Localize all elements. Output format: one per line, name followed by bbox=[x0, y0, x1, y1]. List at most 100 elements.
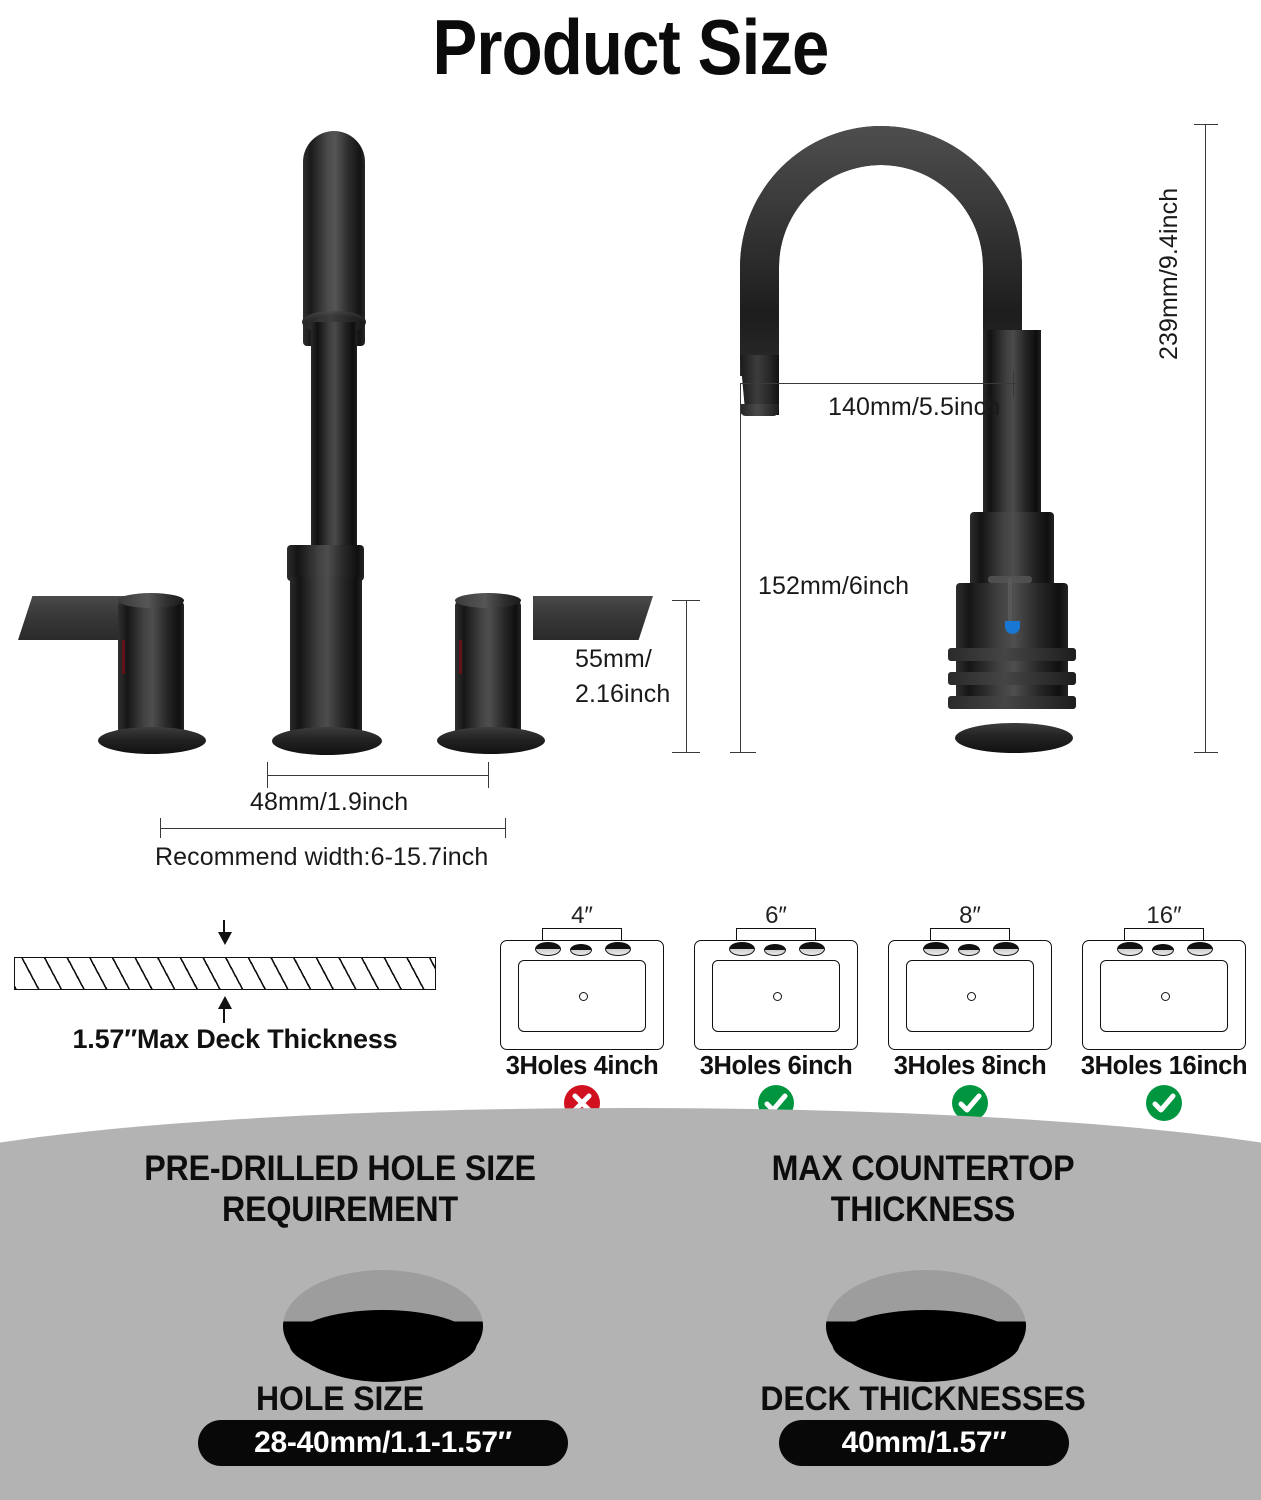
dim-line-reach bbox=[740, 383, 1016, 384]
tap-hole-icon bbox=[605, 942, 631, 956]
tap-hole-icon bbox=[799, 942, 825, 956]
sink-option-label: 3Holes 8inch bbox=[893, 1052, 1047, 1080]
sink-option-label: 3Holes 6inch bbox=[699, 1052, 853, 1080]
dim-tick-left-48 bbox=[267, 762, 268, 788]
cold-indicator-icon bbox=[1005, 621, 1020, 634]
dim-tick-top bbox=[672, 600, 700, 601]
dim-handle-height-line2: 2.16inch bbox=[575, 680, 671, 708]
tap-hole-icon bbox=[764, 944, 786, 956]
spout-collar bbox=[287, 545, 364, 581]
hole-size-pill: 28-40mm/1.1-1.57″ bbox=[198, 1420, 568, 1466]
dim-spout-base-width: 48mm/1.9inch bbox=[250, 788, 409, 816]
sink-span-label: 16″ bbox=[1146, 902, 1182, 929]
tap-hole-icon bbox=[570, 944, 592, 956]
spout-outlet-cap bbox=[740, 404, 779, 416]
handle-base-right bbox=[437, 727, 545, 754]
sink-option[interactable]: 4″ 3Holes 4inch bbox=[485, 880, 679, 1121]
dim-tick-reach-right bbox=[1013, 370, 1014, 398]
dim-tick-total-bottom bbox=[1194, 752, 1218, 753]
panel-heading-line1: MAX COUNTERTOP bbox=[771, 1149, 1075, 1188]
sink-option-label: 3Holes 4inch bbox=[505, 1052, 659, 1080]
spout-body bbox=[290, 577, 362, 737]
sink-option[interactable]: 8″ 3Holes 8inch bbox=[873, 880, 1067, 1121]
panel-heading-line1: PRE-DRILLED HOLE SIZE bbox=[144, 1149, 536, 1188]
escutcheon-upper bbox=[970, 512, 1054, 588]
arrow-down-icon bbox=[218, 932, 232, 945]
span-bracket bbox=[1124, 928, 1204, 942]
handle-base-left bbox=[98, 727, 206, 754]
sink-span-label: 6″ bbox=[765, 902, 787, 929]
gooseneck-spout-side-view: 140mm/5.5inch 152mm/6inch 239mm/9.4inch bbox=[700, 0, 1261, 900]
widespread-faucet-front-view: 55mm/ 2.16inch 48mm/1.9inch Recommend wi… bbox=[0, 0, 700, 900]
panel-column-deck-thickness: MAX COUNTERTOP THICKNESS bbox=[643, 1148, 1203, 1230]
spout-neck bbox=[311, 322, 357, 550]
tap-hole-icon bbox=[993, 942, 1019, 956]
sink-span-label: 4″ bbox=[571, 902, 593, 929]
deck-thickness-label: 1.57″Max Deck Thickness bbox=[72, 1024, 398, 1054]
sink-option[interactable]: 6″ 3Holes 6inch bbox=[679, 880, 873, 1121]
panel-sub-label-left: HOLE SIZE bbox=[256, 1380, 424, 1418]
spout-base-plate-right bbox=[955, 723, 1073, 753]
span-bracket bbox=[736, 928, 816, 942]
sink-hole-options: 4″ 3Holes 4inch 6″ 3Holes 6inch 8″ 3Holes 8in… bbox=[485, 880, 1261, 1121]
dim-line-handle-height bbox=[686, 600, 687, 752]
base-ridge-2 bbox=[948, 672, 1076, 685]
dim-line-recommend-width bbox=[160, 828, 505, 829]
handle-lever-right bbox=[533, 596, 653, 640]
handle-indicator-right bbox=[459, 640, 462, 674]
handle-body-left bbox=[118, 593, 184, 735]
panel-heading-line2: THICKNESS bbox=[830, 1190, 1016, 1229]
tap-hole-icon bbox=[958, 944, 980, 956]
counter-hole-icon-right bbox=[826, 1270, 1026, 1382]
requirements-panel: PRE-DRILLED HOLE SIZE REQUIREMENT HOLE S… bbox=[0, 1108, 1261, 1500]
gooseneck-arc-shading bbox=[740, 126, 1022, 376]
dim-line-total-height bbox=[1205, 124, 1206, 752]
dim-tick-total-top bbox=[1194, 124, 1218, 125]
dim-tick-bottom bbox=[672, 752, 700, 753]
dim-line-spout-width bbox=[267, 775, 488, 776]
sprayer-head bbox=[303, 131, 365, 346]
arrow-stem-top bbox=[223, 920, 225, 934]
spout-riser bbox=[983, 330, 1041, 522]
sink-option[interactable]: 16″ 3Holes 16inch bbox=[1067, 880, 1261, 1121]
dim-total-height: 239mm/9.4inch bbox=[1155, 187, 1183, 360]
drain-icon bbox=[967, 992, 976, 1001]
counter-hole-icon-left bbox=[283, 1270, 483, 1382]
dim-line-spout-height bbox=[740, 383, 741, 752]
tap-hole-icon bbox=[923, 942, 949, 956]
tap-hole-icon bbox=[1152, 944, 1174, 956]
base-ridge-3 bbox=[948, 696, 1076, 709]
drain-icon bbox=[579, 992, 588, 1001]
dim-tick-spout-height-bottom bbox=[730, 752, 756, 753]
countertop-hatch-bar bbox=[14, 957, 436, 990]
dim-spout-height: 152mm/6inch bbox=[758, 572, 910, 600]
dim-reach: 140mm/5.5inch bbox=[828, 393, 1001, 421]
tap-hole-icon bbox=[1187, 942, 1213, 956]
check-circle-icon bbox=[1146, 1085, 1182, 1121]
drain-icon bbox=[773, 992, 782, 1001]
dim-handle-height-line1: 55mm/ bbox=[575, 645, 652, 673]
dim-tick-right-rec bbox=[505, 818, 506, 838]
tap-hole-icon bbox=[729, 942, 755, 956]
sink-option-label: 3Holes 16inch bbox=[1080, 1052, 1248, 1080]
span-bracket bbox=[542, 928, 622, 942]
page-title: Product Size bbox=[432, 3, 830, 91]
arrow-up-icon bbox=[218, 996, 232, 1009]
sink-span-label: 8″ bbox=[959, 902, 981, 929]
handle-body-right bbox=[455, 593, 521, 735]
panel-sub-label-right: DECK THICKNESSES bbox=[760, 1380, 1086, 1418]
dim-tick-right-48 bbox=[488, 762, 489, 788]
drain-icon bbox=[1161, 992, 1170, 1001]
dim-tick-left-rec bbox=[160, 818, 161, 838]
tap-hole-icon bbox=[535, 942, 561, 956]
panel-column-hole-size: PRE-DRILLED HOLE SIZE REQUIREMENT bbox=[60, 1148, 620, 1230]
valve-stem bbox=[1008, 578, 1012, 626]
arrow-stem-bottom bbox=[223, 1009, 225, 1023]
base-ridge-1 bbox=[948, 648, 1076, 661]
tap-hole-icon bbox=[1117, 942, 1143, 956]
max-deck-thickness-diagram: 1.57″Max Deck Thickness bbox=[0, 920, 470, 1080]
panel-heading-line2: REQUIREMENT bbox=[222, 1190, 458, 1229]
dim-recommend-width: Recommend width:6-15.7inch bbox=[155, 843, 489, 871]
span-bracket bbox=[930, 928, 1010, 942]
